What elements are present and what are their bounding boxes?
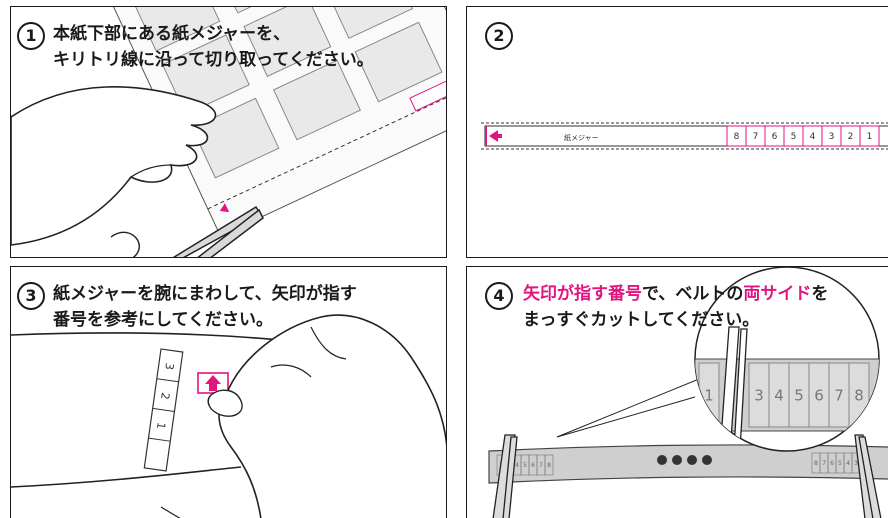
step-number-2: 2 (485, 22, 513, 50)
belt-left-cell-number: 7 (539, 462, 543, 469)
step-4-highlight-number: 矢印が指す番号 (523, 284, 642, 304)
tape-cell-number: 1 (867, 132, 873, 142)
zoom-cell-number: 3 (754, 386, 764, 404)
step-3-line-2: 番号を参考にしてください。 (53, 310, 273, 330)
step-4-text-b: を (811, 284, 829, 304)
belt-right-cell-number: 7 (822, 460, 826, 467)
zoom-cell-number: 5 (794, 386, 804, 404)
wrap-arm-illustration: 3 2 1 (11, 314, 446, 518)
wrap-number: 1 (154, 421, 168, 430)
step-4-line-2: まっすぐカットしてください。 (523, 310, 760, 330)
belt-left-cell-number: 5 (523, 462, 527, 469)
step-1-panel: 1 本紙下部にある紙メジャーを、 キリトリ線に沿って切り取ってください。 (10, 6, 447, 258)
belt-left-cell-box (544, 454, 554, 476)
tape-cell-number: 6 (772, 132, 778, 142)
step-3-line-1: 紙メジャーを腕にまわして、矢印が指す (53, 284, 357, 304)
zoom-cell-number: 7 (834, 386, 844, 404)
paper-measure-scale: 8 7 6 5 4 3 2 1 (726, 125, 880, 147)
tape-cell-number: 4 (810, 132, 816, 142)
step-1-instruction: 本紙下部にある紙メジャーを、 キリトリ線に沿って切り取ってください。 (53, 21, 374, 73)
wrap-measure-scale: 3 2 1 (154, 362, 176, 430)
step-2-panel: 紙メジャー 8 7 6 5 4 3 2 1 2 (466, 6, 888, 258)
step-1-line-2: キリトリ線に沿って切り取ってください。 (53, 50, 374, 70)
tape-cell-box (859, 125, 880, 147)
belt-right-cell-number: 4 (846, 460, 850, 467)
paper-measure-illustration: 紙メジャー 8 7 6 5 4 3 2 1 (481, 122, 888, 150)
tape-cell-number: 5 (791, 132, 797, 142)
zoom-cell-number: 4 (774, 386, 784, 404)
step-1-line-1: 本紙下部にある紙メジャーを、 (53, 24, 291, 44)
zoom-cell-number: 6 (814, 386, 824, 404)
step-3-panel: 3 2 1 3 紙メジャーを腕にまわして、矢印が指す 番号を参考にしてください。 (10, 266, 447, 518)
step-4-text-a: で、ベルトの (642, 284, 744, 304)
wrap-number: 2 (158, 392, 172, 401)
belt-right-cell-number: 3 (854, 460, 858, 467)
paper-measure-label: 紙メジャー (564, 133, 599, 142)
wrap-number: 3 (162, 362, 176, 371)
step-number-4: 4 (485, 282, 513, 310)
zoom-cell-number: 1 (704, 386, 714, 404)
step-4-line-1: 矢印が指す番号で、ベルトの両サイドを (523, 281, 828, 307)
zoom-cell-number: 8 (854, 386, 864, 404)
tape-cell-number: 3 (829, 132, 835, 142)
tape-cell-number: 7 (753, 132, 759, 142)
step-number-1: 1 (17, 22, 45, 50)
tape-cell-number: 8 (734, 132, 740, 142)
belt-left-cell-number: 6 (531, 462, 535, 469)
belt-right-cell-number: 5 (838, 460, 842, 467)
step-4-instruction: 矢印が指す番号で、ベルトの両サイドを まっすぐカットしてください。 (523, 281, 828, 333)
belt-right-cell-number: 6 (830, 460, 834, 467)
belt-left-cell-number: 4 (515, 462, 519, 469)
step-3-instruction: 紙メジャーを腕にまわして、矢印が指す 番号を参考にしてください。 (53, 281, 357, 333)
step-number-3: 3 (17, 282, 45, 310)
tape-cell-number: 2 (848, 132, 854, 142)
cut-tape-illustration (11, 7, 446, 257)
belt-left-cell-number: 8 (547, 462, 551, 469)
belt-right-cell-number: 8 (814, 460, 818, 467)
step-4-highlight-sides: 両サイド (743, 284, 812, 304)
